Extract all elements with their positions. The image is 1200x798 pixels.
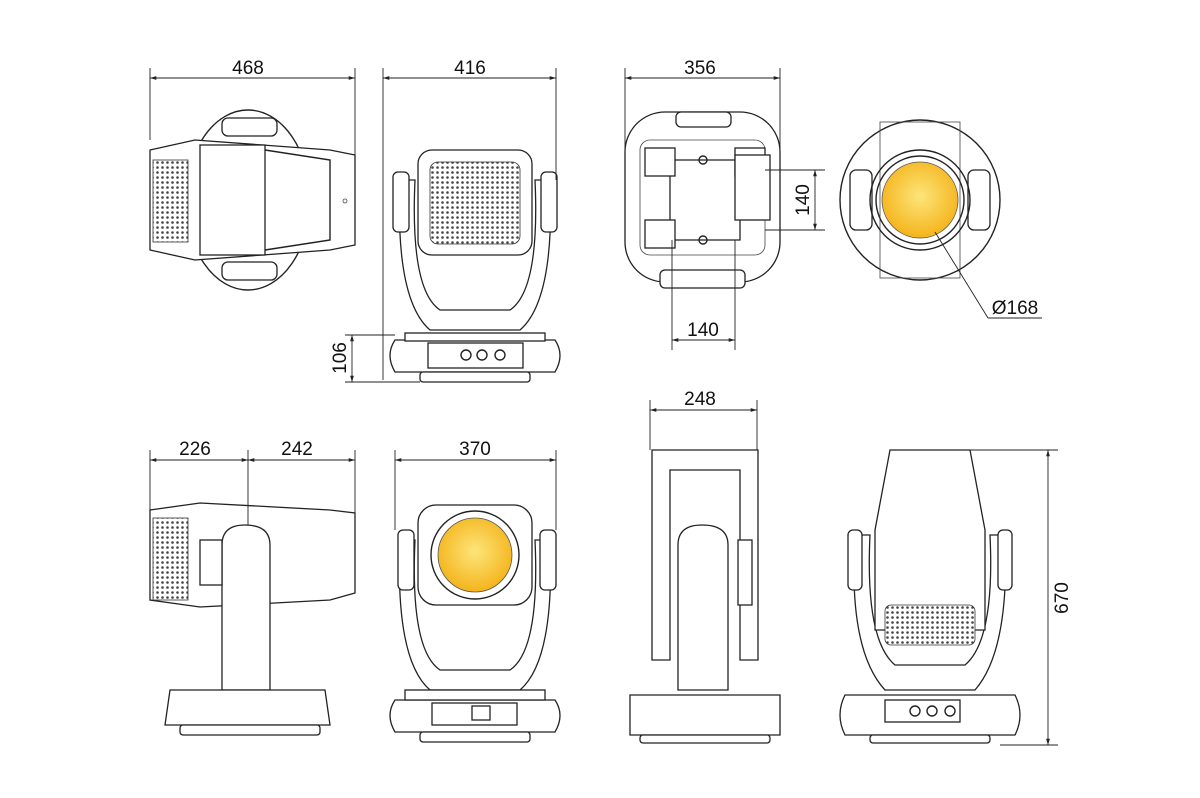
dim-label-670: 670 [1052, 582, 1073, 614]
dim-label-248: 248 [684, 389, 716, 410]
dim-label-226: 226 [179, 439, 211, 460]
dim-label-140-horizontal: 140 [687, 320, 719, 341]
dim-label-356: 356 [684, 58, 716, 79]
dim-label-370: 370 [459, 439, 491, 460]
lens-front-view [839, 119, 1001, 281]
dimension-lines [149, 68, 1058, 746]
dim-label-468: 468 [232, 58, 264, 79]
rear-view [624, 111, 781, 289]
side-view [149, 502, 356, 736]
dim-label-242: 242 [281, 439, 313, 460]
dim-label-140-vertical: 140 [793, 184, 814, 216]
front-view [389, 504, 561, 743]
front-head-down-view [389, 149, 561, 383]
top-view [149, 109, 356, 291]
rear-full-view [839, 449, 1021, 744]
dim-label-416: 416 [454, 58, 486, 79]
lens-front [437, 517, 513, 593]
side-yoke-view [629, 449, 781, 744]
dim-label-106: 106 [330, 342, 351, 374]
dim-label-lens-diameter: Ø168 [992, 298, 1038, 319]
lens-top [881, 161, 959, 239]
